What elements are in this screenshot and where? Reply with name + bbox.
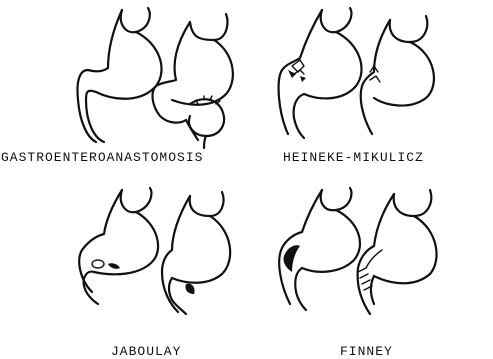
heineke-mikulicz-label: HEINEKE-MIKULICZ xyxy=(283,150,424,165)
gastroenteroanastomosis-illustration xyxy=(0,0,250,140)
panel-gastroenteroanastomosis: GASTROENTEROANASTOMOSIS xyxy=(0,0,250,170)
jaboulay-label: JABOULAY xyxy=(111,344,181,359)
heineke-mikulicz-illustration xyxy=(270,0,493,140)
panel-jaboulay: JABOULAY xyxy=(0,180,250,358)
panel-heineke-mikulicz: HEINEKE-MIKULICZ xyxy=(270,0,493,170)
finney-illustration xyxy=(270,180,493,320)
finney-label: FINNEY xyxy=(340,344,393,359)
gastroenteroanastomosis-label: GASTROENTEROANASTOMOSIS xyxy=(1,150,203,165)
jaboulay-illustration xyxy=(0,180,250,320)
panel-finney: FINNEY xyxy=(270,180,493,358)
